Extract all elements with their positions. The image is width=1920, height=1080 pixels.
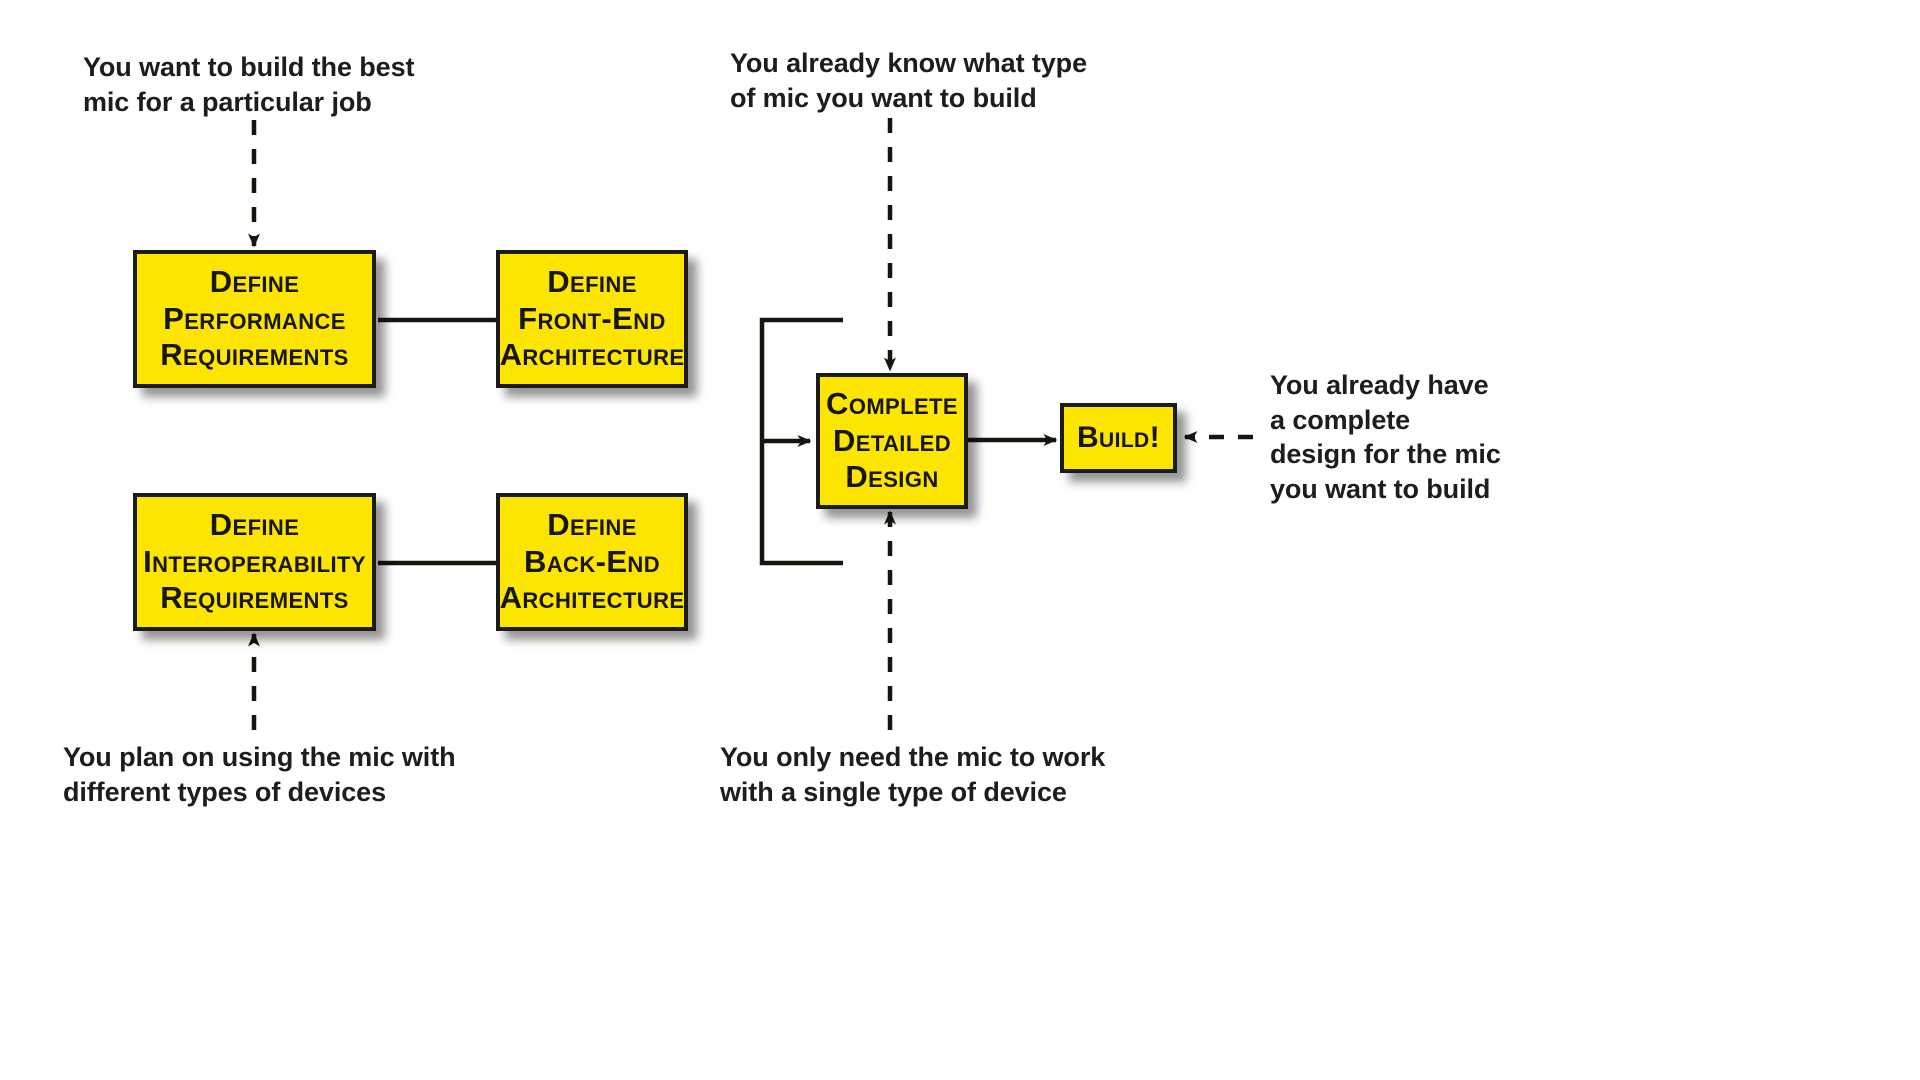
node-line: Build! [1076,421,1161,455]
node-line: Architecture [499,337,685,373]
node-define-interoperability-requirements[interactable]: Define Interoperability Requirements [133,493,376,631]
node-line: Complete [826,386,958,422]
node-line: Front-End [518,300,666,336]
annotation-line: design for the mic [1270,439,1501,470]
node-line: Define [547,507,637,543]
node-define-front-end-architecture[interactable]: Define Front-End Architecture [496,250,688,388]
node-line: Architecture [499,580,685,616]
annotation-line: different types of devices [63,776,386,807]
annotation-line: You want to build the best [83,52,415,82]
annotation-bottom-center: You only need the mic to work with a sin… [720,740,1105,809]
node-build[interactable]: Build! [1060,403,1177,473]
node-line: Requirements [160,337,349,373]
annotation-line: of mic you want to build [730,82,1037,113]
annotation-bottom-left: You plan on using the mic with different… [63,740,456,809]
node-line: Performance [163,300,346,336]
node-complete-detailed-design[interactable]: Complete Detailed Design [816,373,968,509]
annotation-line: You plan on using the mic with [63,742,456,772]
node-line: Interoperability [143,543,366,579]
node-line: Back-End [523,543,661,579]
annotation-top-center: You already know what type of mic you wa… [730,46,1087,115]
node-line: Define [209,264,300,300]
node-line: Define [209,507,300,543]
annotation-top-left: You want to build the best mic for a par… [83,50,414,119]
node-line: Define [547,264,637,300]
node-line: Detailed [832,422,952,458]
annotation-line: a complete [1270,404,1411,435]
annotation-line: you want to build [1270,473,1491,504]
annotation-line: You already have [1270,370,1489,400]
annotation-line: with a single type of device [720,776,1067,807]
node-line: Design [845,459,939,495]
node-define-performance-requirements[interactable]: Define Performance Requirements [133,250,376,388]
annotation-line: mic for a particular job [83,86,372,117]
annotation-right: You already have a complete design for t… [1270,368,1501,506]
node-define-back-end-architecture[interactable]: Define Back-End Architecture [496,493,688,631]
node-line: Requirements [160,580,349,616]
annotation-line: You only need the mic to work [720,742,1106,772]
annotation-line: You already know what type [730,48,1087,78]
